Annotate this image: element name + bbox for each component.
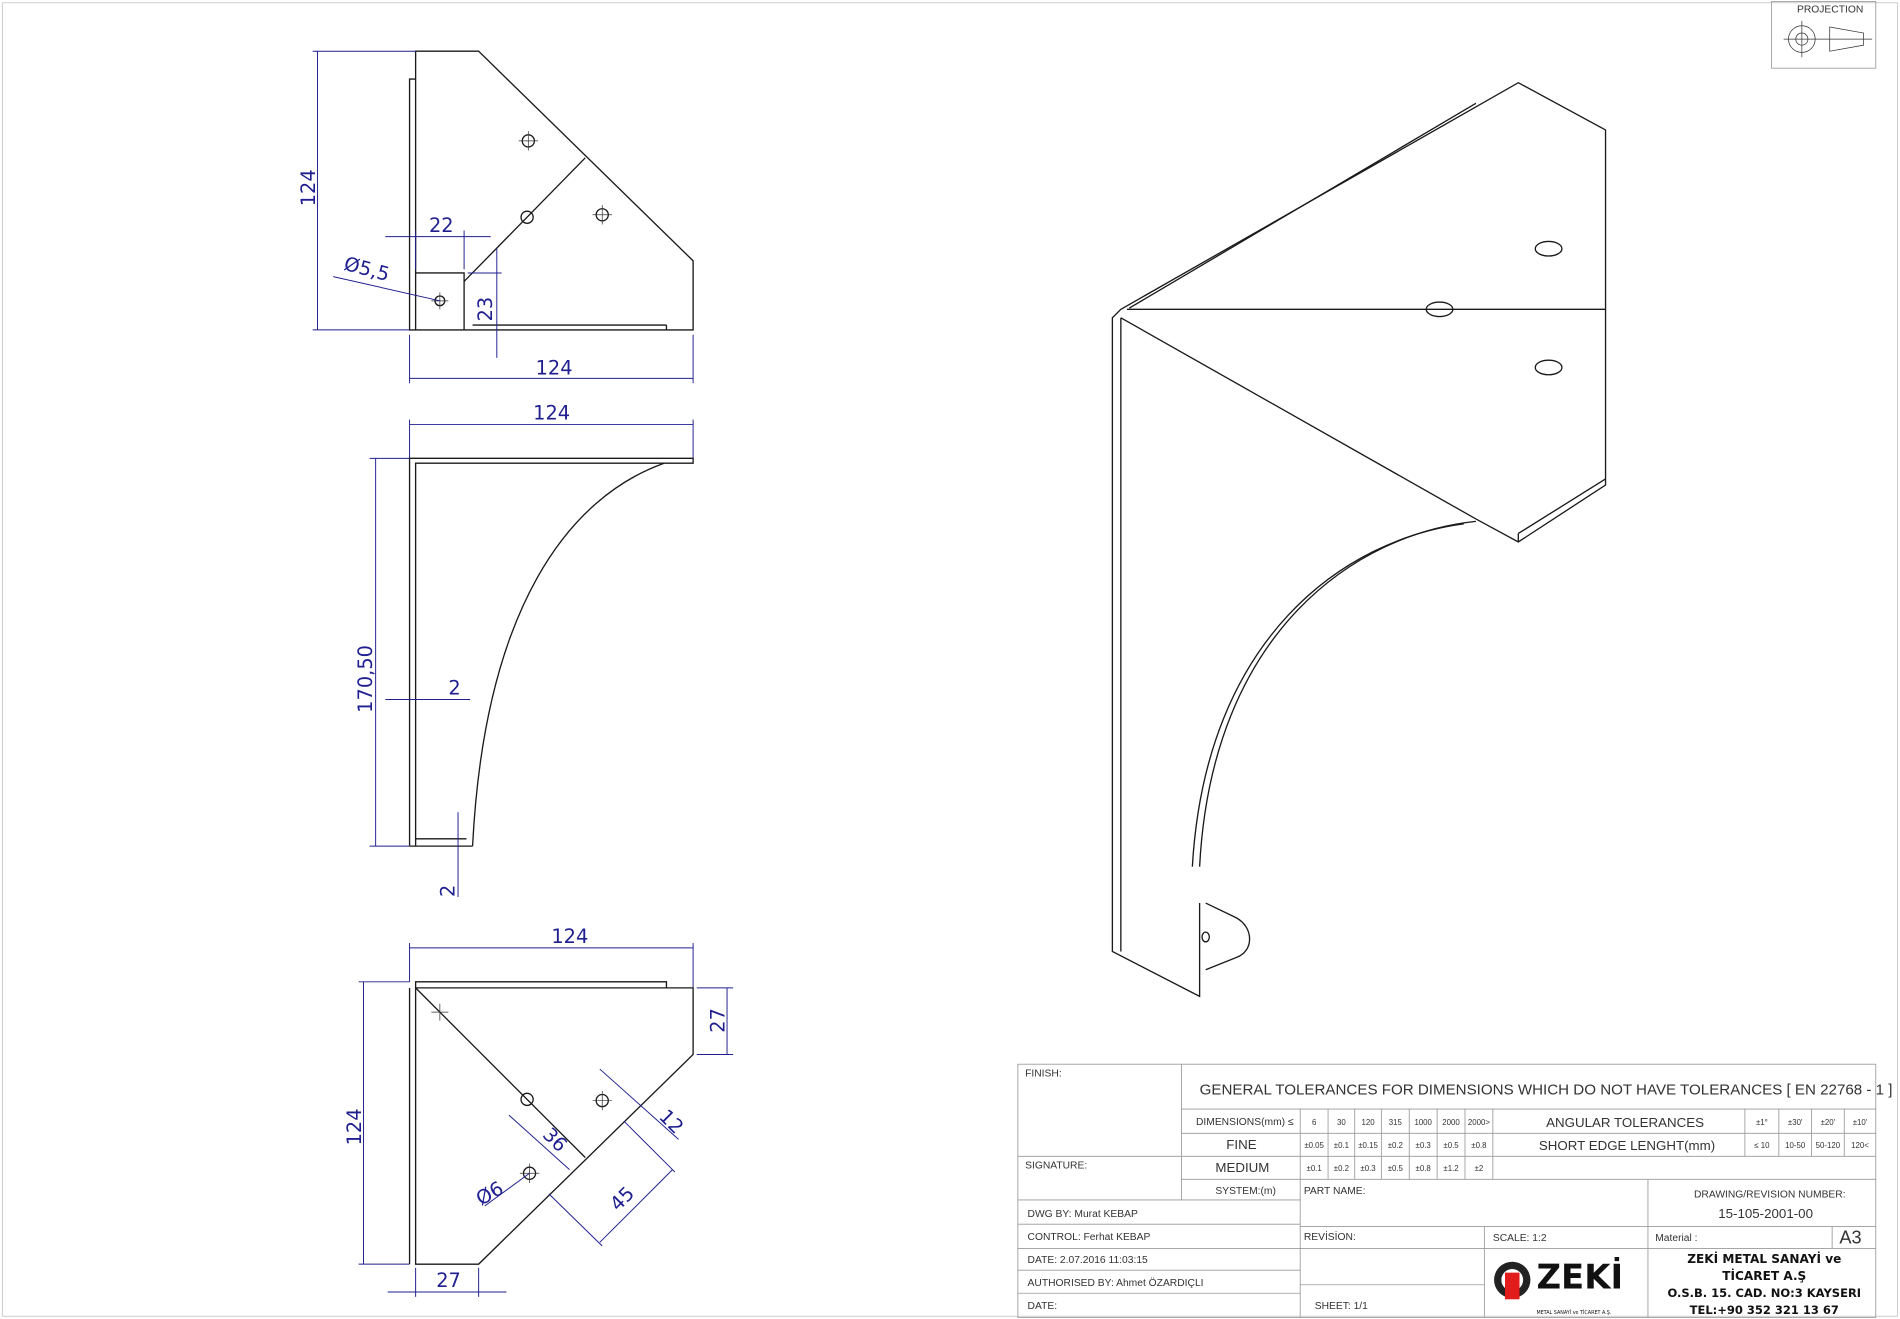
dim-top-width: 124: [536, 357, 573, 380]
company-logo: ZEKİ METAL SANAYİ ve TİCARET A.Ş.: [1494, 1256, 1623, 1316]
fine-tolerance: ±0.15: [1358, 1141, 1378, 1150]
material-label: Material :: [1655, 1233, 1697, 1244]
dim-22: 22: [429, 214, 454, 237]
angular-tolerance: ±10': [1853, 1118, 1868, 1127]
company-address: O.S.B. 15. CAD. NO:3 KAYSERI: [1667, 1286, 1861, 1300]
paper-size: A3: [1839, 1228, 1861, 1248]
short-edge-range: 50-120: [1816, 1141, 1841, 1150]
dimension-step: 1000: [1414, 1118, 1432, 1127]
dimension-step: 315: [1389, 1118, 1403, 1127]
date-created: DATE: 2.07.2016 11:03:15: [1028, 1255, 1149, 1266]
general-tolerances-heading: GENERAL TOLERANCES FOR DIMENSIONS WHICH …: [1200, 1082, 1893, 1099]
projection-label: PROJECTION: [1797, 4, 1863, 15]
company-name-line2: TİCARET A.Ş: [1722, 1268, 1806, 1283]
dim-bottom-2: 2: [436, 885, 459, 897]
fine-tolerance: ±0.2: [1388, 1141, 1403, 1150]
hole-icon: [518, 131, 539, 151]
angular-tolerance: ±20': [1821, 1118, 1836, 1127]
dim-front-width: 124: [533, 402, 570, 425]
short-edge-label: SHORT EDGE LENGHT(mm): [1539, 1138, 1715, 1153]
dimension-step: 2000: [1442, 1118, 1460, 1127]
sheet-label: SHEET: 1/1: [1315, 1301, 1368, 1312]
company-name-line1: ZEKİ METAL SANAYİ ve: [1687, 1251, 1841, 1266]
dim-27-right: 27: [707, 1008, 730, 1033]
part-name-label: PART NAME:: [1304, 1186, 1366, 1197]
drawing-number: 15-105-2001-00: [1718, 1206, 1813, 1221]
angular-tolerances-label: ANGULAR TOLERANCES: [1546, 1115, 1704, 1130]
authorised-by: AUTHORISED BY: Ahmet ÖZARDIÇLI: [1028, 1277, 1204, 1289]
dwg-by: DWG BY: Murat KEBAP: [1028, 1209, 1138, 1220]
dim-bottom-height: 124: [343, 1108, 366, 1145]
dim-23: 23: [474, 297, 497, 322]
hole-icon: [592, 205, 612, 225]
short-edge-range: 120<: [1851, 1141, 1869, 1150]
front-view: 124 170,50 2 2: [354, 402, 694, 898]
isometric-view: [1111, 81, 1607, 998]
signature-label: SIGNATURE:: [1025, 1160, 1087, 1171]
short-edge-range: ≤ 10: [1754, 1141, 1770, 1150]
dimension-step: 30: [1337, 1118, 1346, 1127]
dim-top-height: 124: [297, 169, 320, 206]
dimensions-label: DIMENSIONS(mm) ≤: [1196, 1117, 1294, 1128]
dim-27-bottom: 27: [436, 1269, 461, 1292]
medium-tolerance: ±2: [1475, 1164, 1484, 1173]
revision-label: REVİSİON:: [1304, 1230, 1356, 1243]
dimension-step: 120: [1361, 1118, 1375, 1127]
angular-tolerance: ±1°: [1756, 1118, 1768, 1127]
medium-tolerance: ±0.2: [1334, 1164, 1349, 1173]
fine-tolerance: ±0.8: [1471, 1141, 1487, 1150]
medium-tolerance: ±0.3: [1360, 1164, 1376, 1173]
logo-subtext: METAL SANAYİ ve TİCARET A.Ş.: [1536, 1309, 1611, 1316]
title-block: FINISH: SIGNATURE: GENERAL TOLERANCES FO…: [1017, 1063, 1893, 1318]
date-label: DATE:: [1028, 1301, 1058, 1312]
medium-tolerance: ±1.2: [1443, 1164, 1458, 1173]
medium-tolerance: ±0.8: [1416, 1164, 1432, 1173]
dimension-step: 6: [1312, 1118, 1317, 1127]
medium-tolerance: ±0.5: [1388, 1164, 1404, 1173]
medium-label: MEDIUM: [1215, 1160, 1269, 1175]
top-view: 124 124 22 23 Ø5,5: [297, 50, 694, 384]
fine-label: FINE: [1226, 1137, 1256, 1152]
finish-label: FINISH:: [1025, 1068, 1062, 1079]
dim-thickness: 2: [448, 677, 460, 700]
system-label: SYSTEM:(m): [1215, 1186, 1276, 1197]
fine-tolerance: ±0.05: [1304, 1141, 1324, 1150]
short-edge-range: 10-50: [1785, 1141, 1806, 1150]
scale-label: SCALE: 1:2: [1493, 1233, 1547, 1244]
medium-tolerance: ±0.1: [1307, 1164, 1322, 1173]
control: CONTROL: Ferhat KEBAP: [1028, 1232, 1151, 1243]
dim-front-height: 170,50: [354, 645, 377, 713]
drawing-number-label: DRAWING/REVISION NUMBER:: [1694, 1190, 1846, 1201]
dimension-step: 2000>: [1468, 1118, 1490, 1127]
hole-icon: [592, 1090, 612, 1111]
company-phone: TEL:+90 352 321 13 67: [1690, 1303, 1839, 1317]
angular-tolerance: ±30': [1788, 1118, 1803, 1127]
fine-tolerance: ±0.1: [1334, 1141, 1349, 1150]
fine-tolerance: ±0.5: [1443, 1141, 1459, 1150]
dim-bottom-width: 124: [551, 925, 588, 948]
logo-text: ZEKİ: [1536, 1256, 1623, 1296]
fine-tolerance: ±0.3: [1416, 1141, 1432, 1150]
projection-symbol: PROJECTION: [1771, 1, 1877, 69]
